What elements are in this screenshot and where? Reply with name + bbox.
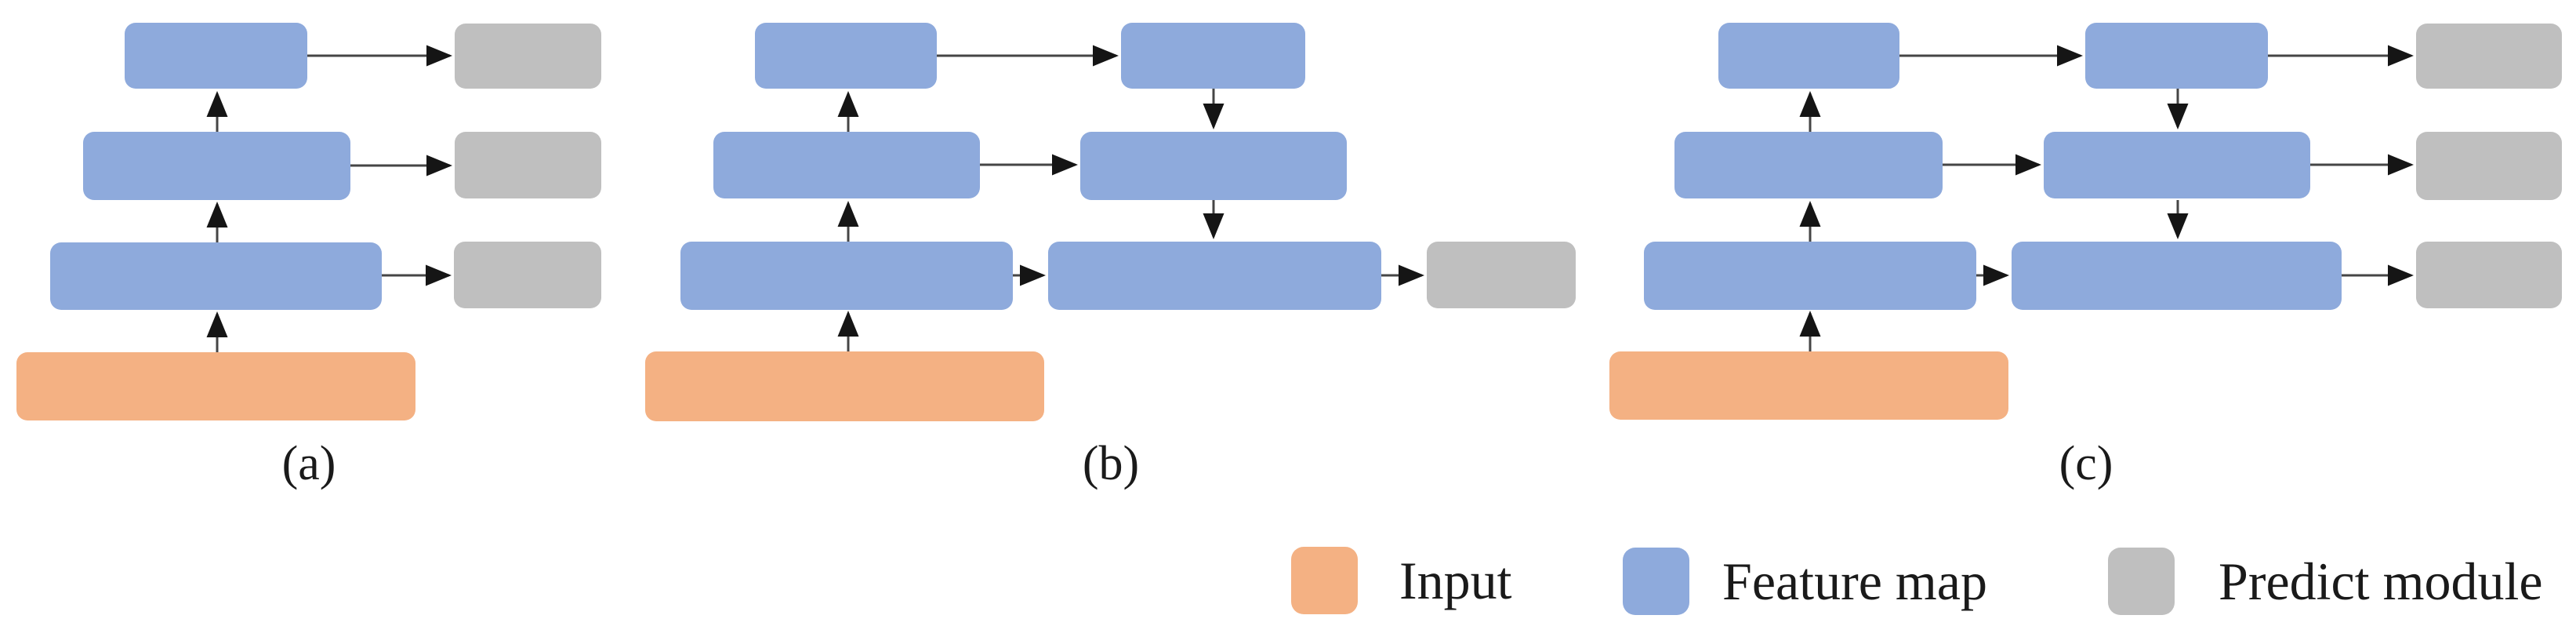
panel-b-feature-map-right-level1 [1048,242,1381,310]
panel-a-feature-map-level2 [83,132,350,200]
panel-a-feature-map-level1 [50,242,382,310]
legend-predict-module-swatch [2108,548,2175,615]
panel-c-feature-map-left-level2 [1674,132,1943,198]
panel-a-feature-map-level3 [125,23,307,89]
panel-b-feature-map-left-level1 [680,242,1013,310]
panel-b-feature-map-left-level2 [713,132,980,198]
legend-input-swatch [1291,547,1358,614]
panel-c-label: (c) [2059,436,2113,490]
panel-c-feature-map-left-level3 [1718,23,1899,89]
panel-b-feature-map-right-level2 [1080,132,1347,200]
panel-c-feature-map-right-level1 [2012,242,2342,310]
legend-predict-module-label: Predict module [2219,551,2543,611]
panel-a-predict-module-level3 [455,24,601,89]
panel-c-feature-map-right-level2 [2044,132,2310,198]
legend-feature-map-label: Feature map [1722,551,1987,611]
panel-b-feature-map-right-level3 [1121,23,1305,89]
legend-input-label: Input [1399,550,1512,610]
panel-c-predict-module-level2 [2416,132,2562,200]
legend-feature-map-swatch [1623,548,1689,615]
panel-b-input [645,351,1044,421]
panel-a-predict-module-level2 [455,132,601,198]
panel-c-predict-module-level3 [2416,24,2562,89]
panel-b-label: (b) [1082,436,1140,490]
panel-b-predict-module [1427,242,1576,308]
panel-c-input [1609,351,2008,420]
panel-c-predict-module-level1 [2416,242,2562,308]
legend: Input Feature map Predict module [0,543,2576,618]
panel-a-predict-module-level1 [454,242,601,308]
panel-b-feature-map-left-level3 [755,23,937,89]
panel-c-feature-map-right-level3 [2085,23,2268,89]
panel-c-feature-map-left-level1 [1644,242,1976,310]
panel-a-input [16,352,415,420]
panel-a-label: (a) [281,436,336,490]
